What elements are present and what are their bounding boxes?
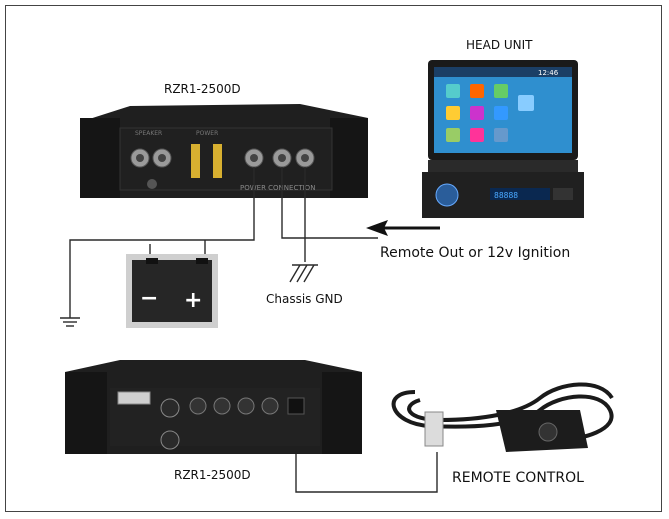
- head-unit: 12:46 88888: [422, 60, 584, 218]
- amplifier-bottom-label: RZR1-2500D: [174, 468, 251, 482]
- power-section-label: POWER: [196, 130, 218, 137]
- amplifier-top-label: RZR1-2500D: [164, 82, 241, 96]
- fuse-1: [191, 144, 200, 178]
- battery-minus-sign: −: [140, 286, 158, 311]
- remote-control-label: REMOTE CONTROL: [452, 470, 584, 486]
- signal-arrow: [366, 220, 440, 236]
- wiring: [69, 167, 438, 493]
- remote-out-label: Remote Out or 12v Ignition: [380, 245, 571, 261]
- remote-control: [391, 382, 614, 452]
- rj-connector: [424, 411, 444, 447]
- battery: − +: [126, 254, 218, 328]
- diagram-frame: [5, 5, 662, 512]
- power-connection-label: POWER CONNECTION: [240, 184, 315, 192]
- chassis-ground-symbol: [289, 264, 318, 283]
- chassis-gnd-label: Chassis GND: [266, 292, 343, 306]
- head-unit-readout: 88888: [494, 191, 518, 200]
- clock-readout: 12:46: [538, 69, 559, 77]
- head-unit-label: HEAD UNIT: [466, 38, 533, 52]
- fuse-2: [213, 144, 222, 178]
- battery-plus-sign: +: [184, 288, 202, 313]
- speaker-section-label: SPEAKER: [135, 130, 162, 137]
- amplifier-bottom: [65, 360, 362, 454]
- amplifier-top: SPEAKER POWER POWER CONNECTION: [80, 104, 368, 198]
- ground-symbol: [60, 317, 80, 327]
